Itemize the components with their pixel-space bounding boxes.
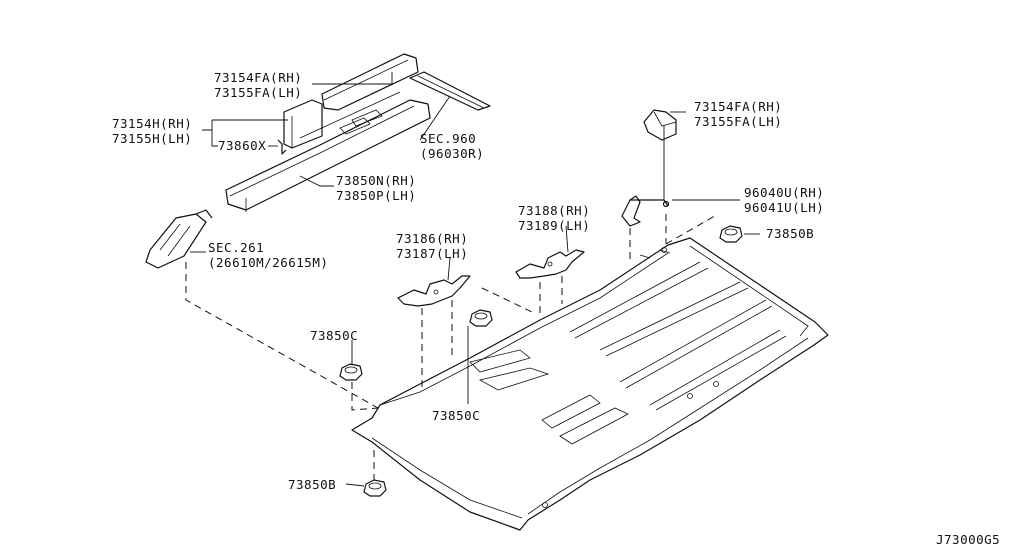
label-rail-cover-lh: 73155H(LH) <box>112 131 192 146</box>
label-bracket-rear-rh: 96040U(RH) <box>744 185 824 200</box>
label-rail-cover-front-lh: 73155FA(LH) <box>214 85 302 100</box>
bracket-rear <box>621 195 670 227</box>
nut-right-icon <box>719 225 743 243</box>
bracket-mid <box>515 249 585 279</box>
alignment-lines <box>185 213 719 480</box>
label-side-rail-rh: 73850N(RH) <box>336 173 416 188</box>
label-nut-bottom: 73850B <box>288 477 336 492</box>
diagram-code: J73000G5 <box>936 532 1000 547</box>
label-bracket-mid-rh: 73188(RH) <box>518 203 590 218</box>
label-rail-cover-rear-lh: 73155FA(LH) <box>694 114 782 129</box>
label-clip: 73860X <box>218 138 266 153</box>
leader-lines <box>190 72 760 487</box>
label-rail-cover-rear-rh: 73154FA(RH) <box>694 99 782 114</box>
nut-bottom-icon <box>363 479 387 497</box>
label-bracket-mid-lh: 73189(LH) <box>518 218 590 233</box>
label-sec-960-code: (96030R) <box>420 146 484 161</box>
roof-panel <box>351 237 829 531</box>
label-bracket-rear-lh: 96041U(LH) <box>744 200 824 215</box>
bracket-front <box>397 275 471 307</box>
callout-labels: 73154FA(RH) 73155FA(LH) 73154H(RH) 73155… <box>112 70 1000 547</box>
label-nut-left: 73850C <box>310 328 358 343</box>
sec-960-part <box>409 71 491 111</box>
rail-cover-rear <box>643 109 677 141</box>
label-rail-cover-front-rh: 73154FA(RH) <box>214 70 302 85</box>
label-sec-261-code: (26610M/26615M) <box>208 255 328 270</box>
nut-left-icon <box>339 363 363 381</box>
label-nut-right: 73850B <box>766 226 814 241</box>
nut-center-icon <box>469 309 493 327</box>
label-nut-center: 73850C <box>432 408 480 423</box>
side-rail-assembly <box>225 53 431 212</box>
label-bracket-front-rh: 73186(RH) <box>396 231 468 246</box>
label-sec-261: SEC.261 <box>208 240 264 255</box>
label-side-rail-lh: 73850P(LH) <box>336 188 416 203</box>
label-bracket-front-lh: 73187(LH) <box>396 246 468 261</box>
label-rail-cover-rh: 73154H(RH) <box>112 116 192 131</box>
label-sec-960: SEC.960 <box>420 131 476 146</box>
sec-261-part <box>145 209 213 269</box>
